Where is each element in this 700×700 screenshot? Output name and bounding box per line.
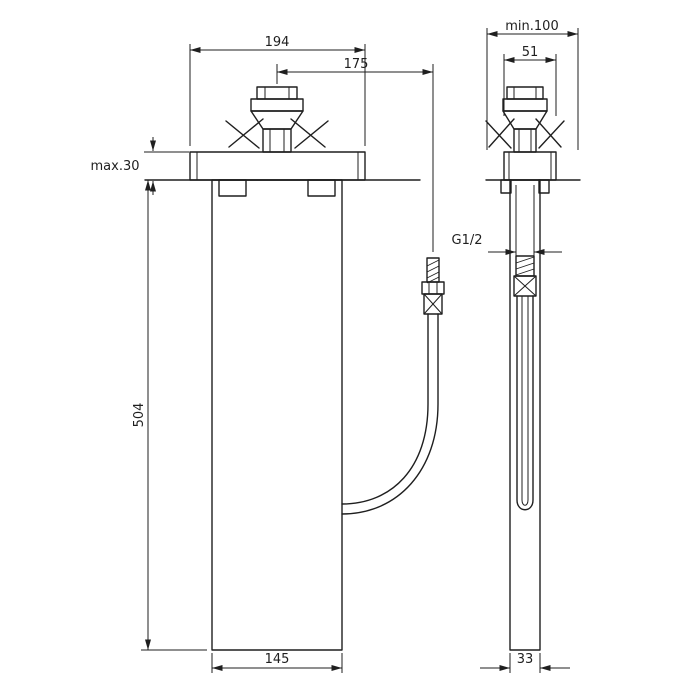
side-dim-thread-size: G1/2 (452, 233, 562, 255)
dim-thread-size-label: G1/2 (452, 233, 483, 248)
dim-plate-width-label: 194 (265, 35, 290, 50)
side-view: min.100 51 G1/2 33 (452, 19, 581, 673)
front-dim-wall-thickness: max.30 (91, 137, 189, 195)
side-mounting-clips-icon (485, 118, 565, 149)
dim-body-height-label: 504 (132, 403, 147, 428)
front-dim-hose-offset: 175 (276, 57, 434, 252)
front-dim-plate-width: 194 (189, 35, 366, 146)
side-dim-recess-depth: min.100 (486, 19, 579, 150)
front-dim-body-width: 145 (211, 652, 343, 673)
dim-body-width-label: 145 (265, 652, 290, 667)
dim-body-depth-label: 33 (517, 652, 534, 667)
side-dim-body-depth: 33 (480, 652, 570, 673)
front-view: 194 175 max.30 504 145 (91, 35, 445, 673)
front-concealed-body (211, 179, 343, 651)
front-flexible-hose (341, 257, 445, 515)
dim-wall-thickness-label: max.30 (91, 159, 140, 174)
side-concealed-body (509, 179, 541, 651)
side-thread-hatch-icon (515, 256, 535, 276)
dim-top-width-label: 51 (522, 45, 539, 60)
side-internal-hose (513, 185, 537, 511)
dim-hose-offset-label: 175 (344, 57, 369, 72)
dim-recess-depth-label: min.100 (505, 19, 558, 34)
front-mounting-clips-icon (225, 118, 329, 149)
side-dim-top-width: 51 (503, 45, 557, 116)
front-dim-body-height: 504 (132, 180, 207, 651)
front-thread-hatch-icon (426, 259, 440, 284)
